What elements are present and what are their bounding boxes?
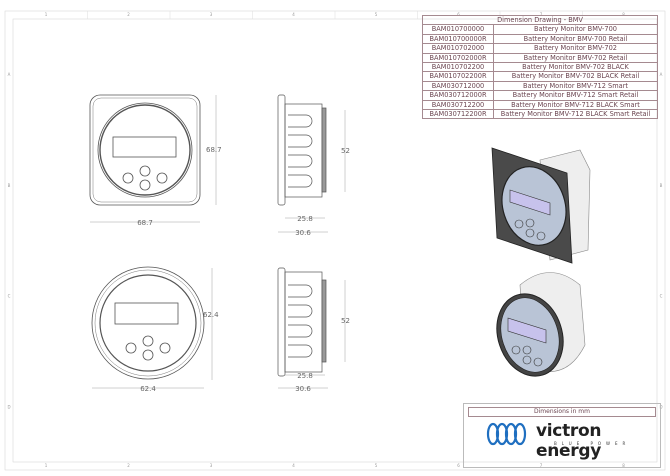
part-code: BAM030712200 <box>422 99 494 111</box>
front-view-square <box>89 94 201 206</box>
part-code: BAM010702200 <box>422 62 494 73</box>
part-description: Battery Monitor BMV-712 Smart Retail <box>493 90 658 101</box>
zone-column-label: 7 <box>540 12 543 17</box>
title-block: Dimensions in mm victron energy BLUE POW… <box>463 403 661 468</box>
zone-column-label: 6 <box>457 463 460 468</box>
zone-column-label: 3 <box>210 463 213 468</box>
dim-total-depth-top: 30.6 <box>295 229 311 237</box>
part-description: Battery Monitor BMV-700 Retail <box>493 33 658 45</box>
part-description: Battery Monitor BMV-702 BLACK Retail <box>493 71 658 82</box>
part-description: Battery Monitor BMV-702 BLACK <box>493 62 658 73</box>
isometric-view-round <box>496 272 586 377</box>
lcd-display <box>114 302 179 325</box>
part-description: Battery Monitor BMV-702 <box>493 43 658 54</box>
dim-body-depth-top: 25.8 <box>297 215 313 223</box>
part-code: BAM010700000R <box>422 33 494 45</box>
zone-column-label: 4 <box>292 12 295 17</box>
part-code: BAM030712000 <box>422 80 494 92</box>
dim-square-width: 68.7 <box>137 219 153 227</box>
part-description: Battery Monitor BMV-700 <box>493 24 658 35</box>
part-description: Battery Monitor BMV-712 BLACK Smart <box>493 99 658 111</box>
victron-logo-icon <box>486 422 527 446</box>
part-code: BAM030712200R <box>422 109 494 120</box>
front-view-round <box>91 266 205 380</box>
zone-column-label: 1 <box>45 463 48 468</box>
brand-tagline: BLUE POWER <box>554 441 631 446</box>
part-description: Battery Monitor BMV-702 Retail <box>493 52 658 64</box>
lcd-display <box>112 136 177 158</box>
part-description: Battery Monitor BMV-712 Smart <box>493 80 658 92</box>
part-code: BAM010702000R <box>422 52 494 64</box>
zone-column-label: 5 <box>375 463 378 468</box>
zone-row-label: C <box>8 294 11 299</box>
dim-round-width: 62.4 <box>140 385 156 393</box>
zone-row-label: B <box>660 183 663 188</box>
part-code: BAM010702200R <box>422 71 494 82</box>
part-code: BAM010702000 <box>422 43 494 54</box>
zone-column-label: 4 <box>292 463 295 468</box>
part-code: BAM030712000R <box>422 90 494 101</box>
zone-column-label: 2 <box>127 12 130 17</box>
zone-row-label: A <box>660 72 663 77</box>
part-code: BAM010700000 <box>422 24 494 35</box>
side-view-square <box>277 94 327 206</box>
dim-body-depth-bottom: 25.8 <box>297 372 313 380</box>
zone-row-label: B <box>8 183 11 188</box>
side-view-round <box>277 267 327 377</box>
dim-body-diameter-top: 52 <box>341 147 350 155</box>
zone-column-label: 6 <box>457 12 460 17</box>
part-description: Battery Monitor BMV-712 BLACK Smart Reta… <box>493 109 658 120</box>
brand-name: victron energy <box>536 421 602 461</box>
zone-column-label: 3 <box>210 12 213 17</box>
zone-column-label: 5 <box>375 12 378 17</box>
zone-row-label: C <box>660 294 663 299</box>
units-note: Dimensions in mm <box>468 407 656 417</box>
dim-total-depth-bottom: 30.6 <box>295 385 311 393</box>
dim-round-height: 62.4 <box>203 311 219 319</box>
dim-body-diameter-bottom: 52 <box>341 317 350 325</box>
zone-row-label: D <box>659 404 662 409</box>
isometric-view-square <box>491 147 591 264</box>
zone-column-label: 2 <box>127 463 130 468</box>
dimension-lines <box>90 95 346 389</box>
zone-row-label: A <box>8 72 11 77</box>
zone-column-label: 7 <box>540 463 543 468</box>
zone-column-label: 8 <box>622 463 625 468</box>
zone-row-label: D <box>7 404 10 409</box>
zone-column-label: 1 <box>45 12 48 17</box>
zone-column-label: 8 <box>622 12 625 17</box>
dim-square-height: 68.7 <box>206 146 222 154</box>
table-title: Dimension Drawing - BMV <box>422 14 658 26</box>
